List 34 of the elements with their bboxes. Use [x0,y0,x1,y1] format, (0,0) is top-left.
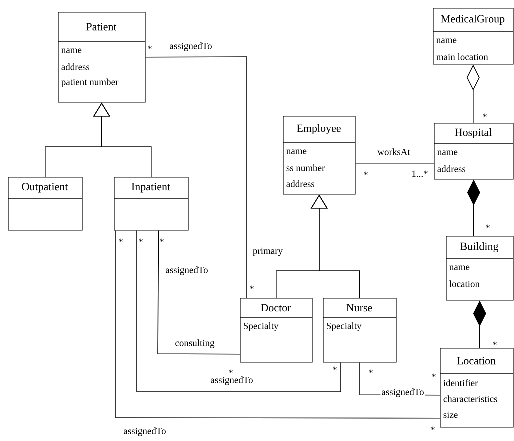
class-box: Building name location [446,236,514,301]
multiplicity-label: * [139,238,143,242]
connector [355,162,434,164]
edge-label: assignedTo [122,426,168,438]
connector [158,230,240,355]
edge-label: assignedTo [210,376,254,386]
edge-label: assignedTo [168,42,214,52]
role-label: primary [253,248,284,256]
multiplicity-label: * [119,238,123,242]
multiplicity-label: * [333,366,337,370]
connector [136,230,342,392]
class-box: Outpatient [8,176,83,231]
class-box: Employee name ss number address [282,116,356,195]
multiplicity-label: * [250,286,254,290]
connector [116,230,440,419]
edge-label: worksAt [376,148,412,156]
edge-label: consulting [174,338,216,350]
role-label: assignedTo [166,266,208,276]
multiplicity-label: * [229,370,233,374]
multiplicity-label: * [431,426,435,430]
class-box: Inpatient [114,176,189,231]
class-box: MedicalGroup name main location [432,8,514,65]
connector [145,56,248,298]
class-box: Patient name address patient number [58,12,146,103]
multiplicity-label: * [369,370,373,374]
edge-label: assignedTo [380,388,426,398]
multiplicity-label: * [148,46,152,50]
class-box: Doctor Specialty [240,298,313,363]
multiplicity-label: 1...* [412,170,428,178]
class-box: Hospital name address [434,123,514,180]
class-box: Location identifier characteristics size [440,348,514,428]
multiplicity-label: * [364,172,368,176]
multiplicity-label: * [160,238,164,242]
class-box: Nurse Specialty [322,298,397,363]
